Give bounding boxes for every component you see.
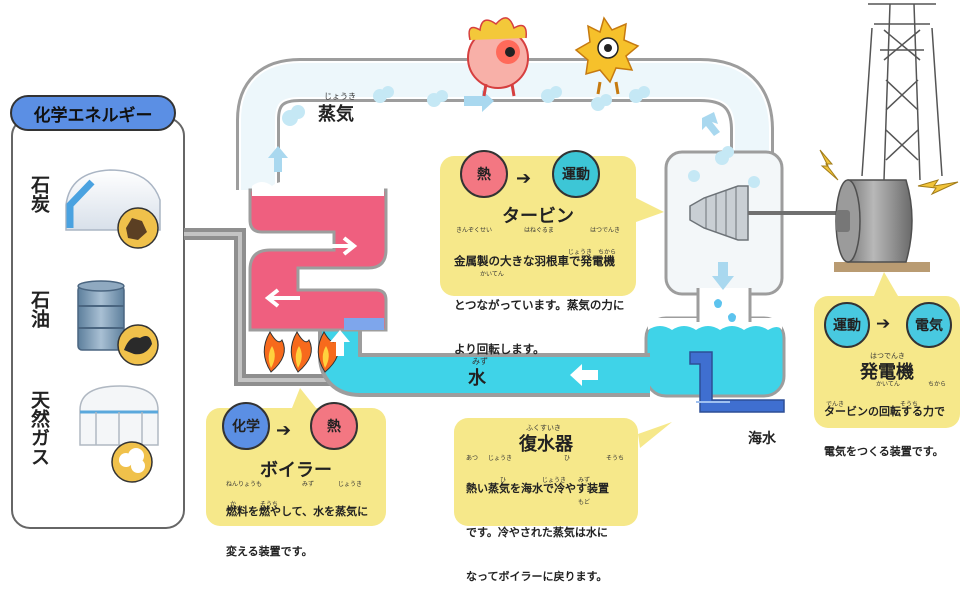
turbine-callout-pointer xyxy=(636,198,664,222)
condenser-callout-pointer xyxy=(638,422,672,448)
arrow-right-icon: ➔ xyxy=(876,314,891,334)
generator-description: タービンの回転する力で 電気をつくる装置です。 xyxy=(824,382,945,482)
flame-icons xyxy=(263,331,339,373)
generator-line-2: 電気をつくる装置です。 xyxy=(824,445,944,458)
condenser-line-1: 熱い蒸気を海水で冷やす装置 xyxy=(466,482,609,495)
heat-badge: 熱 xyxy=(460,150,508,198)
chemical-energy-title: 化学エネルギー xyxy=(10,95,176,131)
turbine-line-1: 金属製の大きな羽根車で発電機 xyxy=(454,254,615,268)
turbine-ruby-6: かいてん xyxy=(480,271,504,278)
condenser-ruby-2: じょうき xyxy=(488,455,513,462)
generator-ruby-1: かいてん xyxy=(876,381,900,388)
turbine-line-2: とつながっています。蒸気の力に xyxy=(454,298,625,312)
condenser-title-ruby: ふくすいき xyxy=(526,424,561,432)
gas-tank-icon xyxy=(79,385,159,483)
turbine-title: タービン xyxy=(502,206,574,227)
condenser-ruby-3: ひ xyxy=(564,455,571,462)
boiler-line-2: 変える装置です。 xyxy=(226,545,313,558)
spark-mascot xyxy=(574,16,640,95)
turbine-icon xyxy=(689,185,836,241)
arrow-right-icon: ➔ xyxy=(516,168,532,189)
fire-lion-mascot xyxy=(467,17,529,97)
water-drops xyxy=(714,299,736,322)
condenser-title: 復水器 xyxy=(519,434,573,455)
condenser-callout: ふくすいき 復水器 熱い蒸気を海水で冷やす装置 です。冷やされた蒸気は水に なっ… xyxy=(454,418,638,583)
condenser-line-3: なってボイラーに戻ります。 xyxy=(466,570,608,583)
condenser-ruby-5: ひ xyxy=(500,477,507,484)
seawater-label: 海水 xyxy=(748,431,776,447)
condenser-ruby-8: もど xyxy=(578,499,590,506)
steam-flow-arrows xyxy=(268,90,734,290)
generator-line-1: タービンの回転する力で xyxy=(824,405,945,418)
generator-callout-pointer xyxy=(874,272,898,296)
steam-label: 蒸気 xyxy=(318,104,354,125)
spark-icons xyxy=(819,149,959,196)
oil-label: 石油 xyxy=(28,290,50,328)
steam-puffs xyxy=(282,86,760,188)
motion-badge: 運動 xyxy=(552,150,600,198)
turbine-ruby-4: じょうき xyxy=(568,249,593,256)
transmission-tower-icon xyxy=(861,3,943,181)
boiler-ruby-2: も xyxy=(256,481,263,488)
boiler-description: 燃料を燃やして、水を蒸気に 変える装置です。 xyxy=(226,482,368,582)
oil-drum-icon xyxy=(77,280,159,366)
coal-label: 石炭 xyxy=(28,175,50,213)
boiler-ruby-4: じょうき xyxy=(338,481,363,488)
heat-badge: 熱 xyxy=(310,402,358,450)
condenser-ruby-6: じょうき xyxy=(542,477,567,484)
generator-title: 発電機 xyxy=(860,362,914,383)
boiler-callout: 化学 ➔ 熱 ボイラー 燃料を燃やして、水を蒸気に 変える装置です。 ねんりょう… xyxy=(206,402,386,558)
generator-ruby-3: でんき xyxy=(826,401,845,408)
arrow-right-icon: ➔ xyxy=(276,420,292,441)
condenser-housing xyxy=(644,316,786,398)
boiler-ruby-6: そうち xyxy=(260,501,279,508)
chemical-badge: 化学 xyxy=(222,402,270,450)
water-ruby: みず xyxy=(472,357,488,366)
chemical-energy-label: 化学エネルギー xyxy=(33,105,153,126)
boiler-callout-pointer xyxy=(292,388,316,408)
turbine-callout: 熱 ➔ 運動 タービン 金属製の大きな羽根車で発電機 とつながっています。蒸気の… xyxy=(440,150,636,356)
water-flow-arrows xyxy=(330,330,598,386)
turbine-description: 金属製の大きな羽根車で発電機 とつながっています。蒸気の力に より回転します。 xyxy=(454,228,624,382)
condenser-ruby-1: あつ xyxy=(466,455,479,462)
boiler-ruby-3: みず xyxy=(302,481,315,488)
generator-title-ruby: はつでんき xyxy=(870,352,905,360)
seawater-coil xyxy=(689,351,785,413)
generator-ruby-2: ちから xyxy=(928,381,947,388)
electricity-badge: 電気 xyxy=(906,302,952,348)
condenser-line-2: です。冷やされた蒸気は水に xyxy=(466,526,608,539)
steam-ruby: じょうき xyxy=(324,92,356,101)
condenser-ruby-7: みず xyxy=(578,477,591,484)
condenser-ruby-4: そうち xyxy=(606,455,625,462)
turbine-ruby-3: はつでんき xyxy=(590,227,621,234)
gas-label: 天然ガス xyxy=(28,390,50,466)
turbine-ruby-2: はねぐるま xyxy=(524,227,554,234)
generator-icon xyxy=(834,179,930,272)
boiler-ruby-5: か xyxy=(230,501,237,508)
boiler-line-1: 燃料を燃やして、水を蒸気に xyxy=(226,505,369,518)
coal-storage-icon xyxy=(65,169,161,249)
motion-badge: 運動 xyxy=(824,302,870,348)
boiler-ruby-1: ねんりょう xyxy=(226,481,257,488)
water-label: 水 xyxy=(468,368,486,389)
generator-ruby-4: そうち xyxy=(900,401,919,408)
generator-callout: 運動 ➔ 電気 はつでんき 発電機 タービンの回転する力で 電気をつくる装置です… xyxy=(814,296,960,458)
turbine-line-3: より回転します。 xyxy=(454,342,545,356)
boiler-title: ボイラー xyxy=(260,460,332,481)
turbine-ruby-1: きんぞくせい xyxy=(456,227,493,234)
power-plant-diagram xyxy=(11,3,959,529)
boiler xyxy=(248,182,388,332)
turbine-ruby-5: ちから xyxy=(598,249,617,256)
